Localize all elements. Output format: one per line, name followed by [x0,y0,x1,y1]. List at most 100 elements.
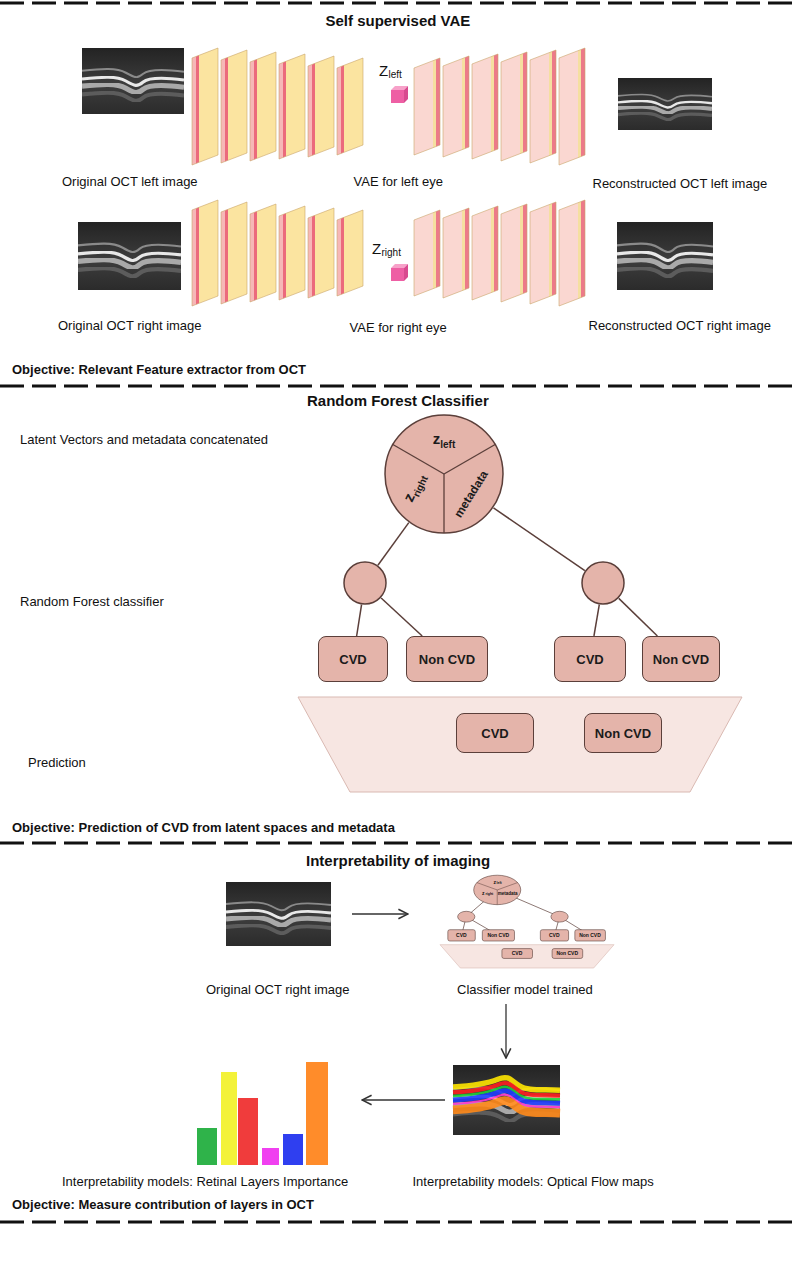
circle-shape [582,562,624,604]
thumbnail-text: Non CVD [556,951,578,956]
split-node [581,561,625,605]
thumbnail-text: z [482,891,485,896]
layer-face [257,52,276,158]
latent-symbol: Z [379,62,388,80]
layer-face [250,60,254,161]
layer-face [279,62,283,159]
layer-face [221,58,225,163]
circle-shape [385,415,503,533]
latent-cube [391,86,408,103]
flow-arrow [352,913,408,914]
encoder-layer [279,54,305,159]
layer-face [436,58,440,147]
encoder-layer [308,208,334,298]
encoder-layer [250,204,276,302]
thumb-box [575,930,606,941]
encoder-layer [192,48,218,165]
layer-face [559,203,578,306]
layer-face [462,58,465,150]
tree-branch [594,605,599,636]
layer-face [433,212,436,289]
encoder-layer [192,200,218,306]
layer-face [491,56,494,152]
thumb-circle [458,911,475,922]
layer-face [581,200,585,298]
layer-face [414,213,433,296]
oct-image [618,78,712,130]
feature-node: zleftzrightmetadata [384,414,504,534]
image-caption: Reconstructed OCT right image [589,318,772,334]
layer-outline [443,208,469,298]
layer-face [472,57,491,159]
layer-face [552,202,556,296]
layer-face [578,50,581,158]
layer-outline [472,206,498,300]
decoder-layer [559,48,585,165]
thumb-circle [551,911,568,922]
decoder-layer [501,52,527,161]
image-caption: Original OCT right image [58,318,202,334]
layer-face [581,48,585,157]
layer-face [462,210,465,291]
layer-outline [559,200,585,306]
row-label: Random Forest classifier [20,594,164,610]
layer-face [286,54,305,156]
classifier-thumbnail [440,875,614,968]
tree-branch [493,508,584,571]
layer-face [523,52,527,153]
layer-outline [250,204,276,302]
layer-outline [308,208,334,298]
thumbnail-text: left [497,882,502,886]
importance-bar [306,1062,328,1165]
thumbnail-text: CVD [512,951,523,956]
decoder-layer [443,56,469,157]
layer-face [254,211,257,300]
oct-image [78,222,181,290]
prediction-box: Non CVD [584,713,662,753]
layer-face [443,211,462,298]
layer-face [501,207,520,302]
encoder-layer [337,58,363,155]
thumb-circle [474,875,521,904]
leaf-box: CVD [554,636,626,682]
layer-face [228,202,247,301]
cube-face [391,268,404,281]
oct-image [82,48,184,114]
layer-face [199,200,218,303]
layer-face [199,48,218,162]
decoder-layer [414,210,440,296]
latent-cube [391,264,408,281]
layer-face [312,63,315,155]
layer-face [286,206,305,297]
section-divider [0,1221,797,1224]
layer-outline [472,54,498,159]
node-text: Non CVD [419,652,475,667]
thumb-box [502,949,533,959]
thumb-box [540,930,568,941]
layer-face [196,55,199,163]
layer-outline [501,204,527,302]
layer-face [436,210,440,288]
layer-outline [414,210,440,296]
encoder-layer [221,202,247,304]
layer-face [501,55,520,161]
node-text: Non CVD [595,726,651,741]
decoder-layer [443,208,469,298]
layer-face [344,210,363,293]
layer-outline [443,56,469,157]
layer-face [315,208,334,295]
node-text: Non CVD [653,652,709,667]
sector-line [392,444,444,474]
layer-face [228,50,247,160]
tree-branch [357,605,362,636]
layer-face [192,208,196,306]
thumbnail-text: right [486,893,494,897]
latent-subscript: right [382,247,401,259]
layer-face [192,56,196,165]
image-caption: Original OCT right image [206,982,350,998]
thumb-box [552,949,583,959]
layer-face [494,206,498,292]
importance-bar [238,1098,258,1165]
node-text: CVD [481,726,508,741]
layer-outline [279,206,305,300]
